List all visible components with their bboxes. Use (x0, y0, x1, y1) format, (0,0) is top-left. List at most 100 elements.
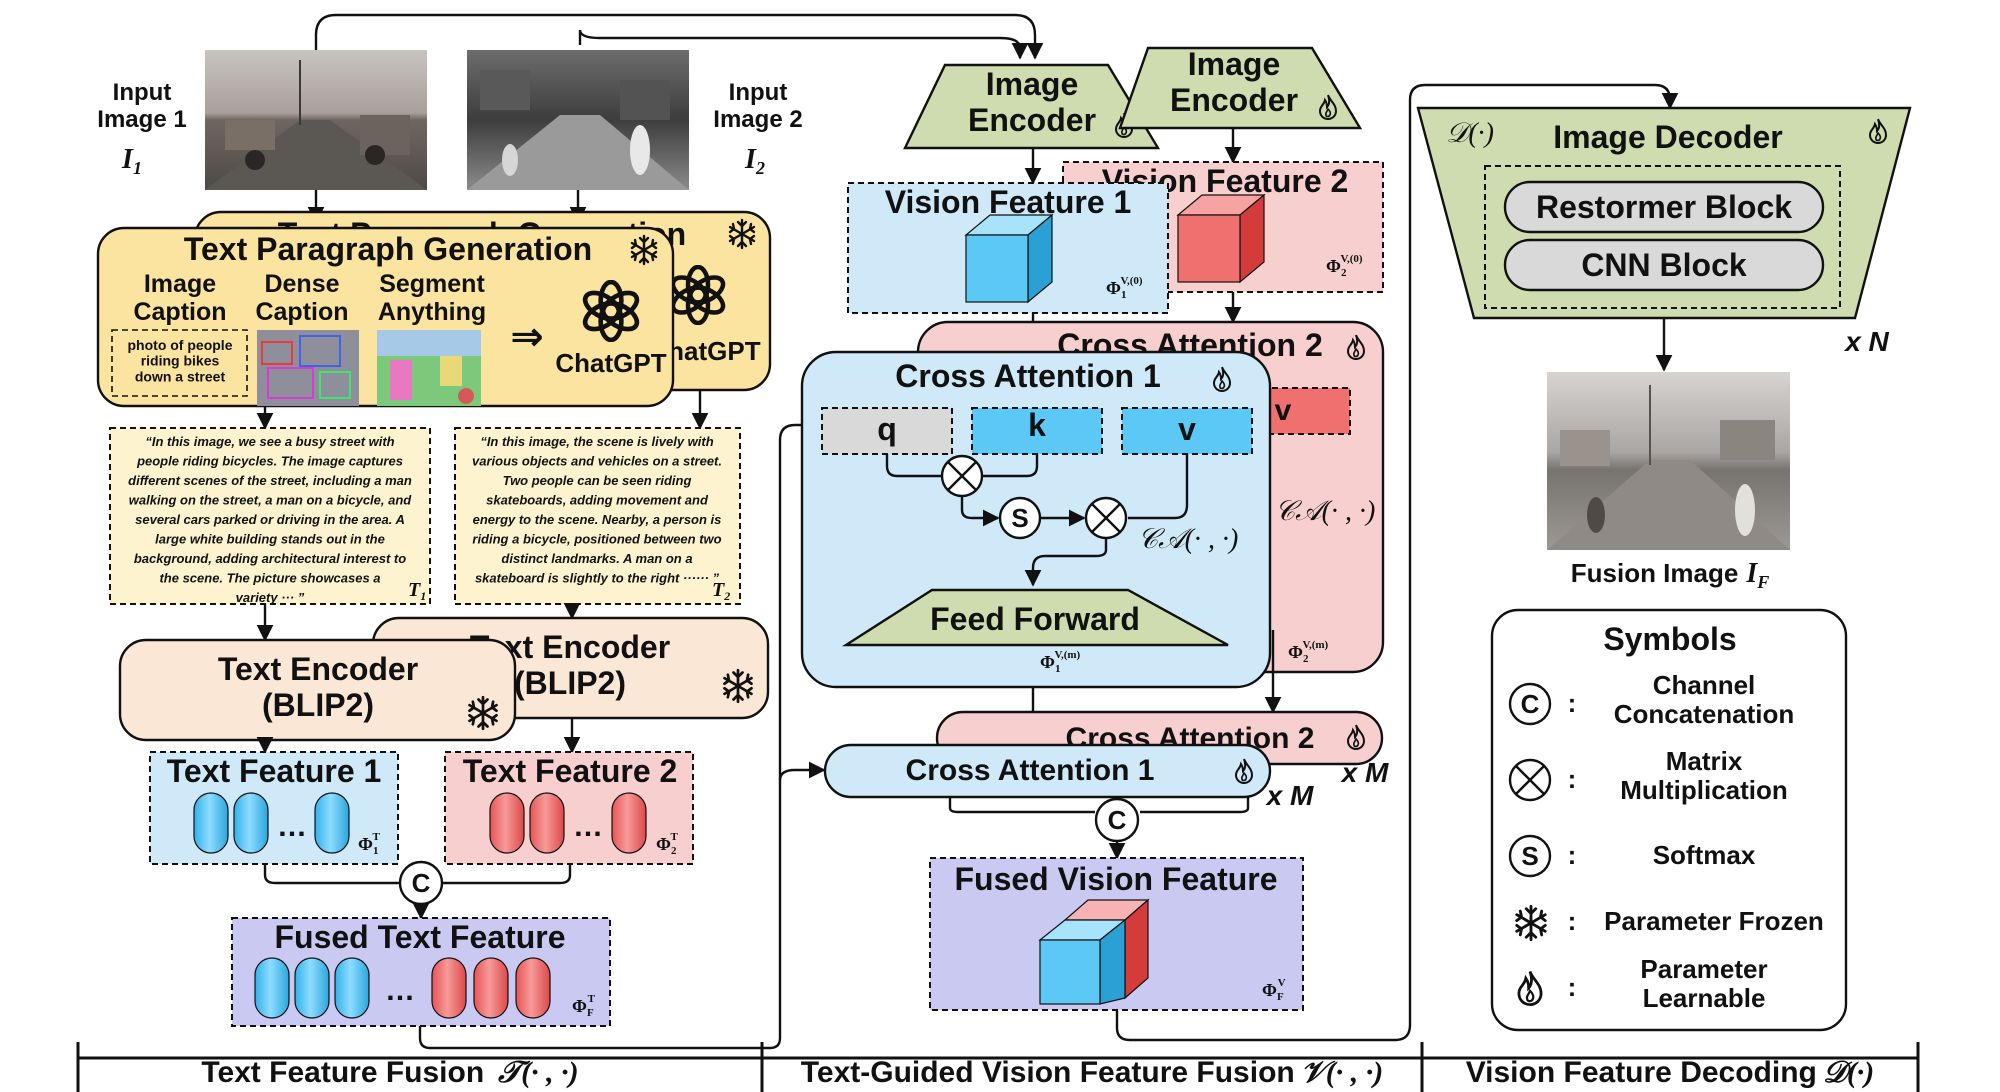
cross-attention-1-label: Cross Attention 1 (895, 358, 1161, 394)
fusion-image (1547, 372, 1790, 550)
feed-forward-label: Feed Forward (930, 601, 1140, 637)
legend-parameter-frozen: Parameter Frozen (1604, 906, 1824, 936)
para1-line: background, adding architectural interes… (134, 551, 406, 566)
cross-attention-1-compact-label: Cross Attention 1 (906, 754, 1155, 787)
token-ellipsis: … (573, 810, 603, 843)
token-cell (254, 957, 290, 1019)
para1-line: walking on the street, a man on a bicycl… (129, 493, 413, 508)
softmax-node: S (998, 496, 1042, 540)
para2-line: skateboards, adding movement and (486, 493, 709, 508)
svg-text:C: C (1521, 689, 1540, 719)
fused-text-symbol: ΦFT (572, 993, 596, 1019)
para2-line: distinct landmarks. A man on a (501, 551, 692, 566)
value-label: v (1178, 411, 1196, 447)
input-image-1 (205, 50, 427, 190)
input-image-2-symbol: I2 (744, 144, 765, 178)
svg-text::: : (1568, 840, 1577, 870)
para1-line: several cars parked or driving in the ar… (135, 512, 405, 527)
token-cell (193, 792, 229, 854)
svg-text:S: S (1521, 841, 1538, 871)
para1-line: large white building stands out in the (155, 532, 385, 547)
paragraph-1-text: “In this image, we see a busy street wit… (128, 434, 412, 605)
paragraph-box-2: “In this image, the scene is lively with… (454, 427, 741, 605)
text-feature-1-label: Text Feature 1 (167, 753, 382, 789)
token-cell (334, 957, 370, 1019)
paragraph-1-tag: T1 (408, 579, 426, 603)
text-feature-2-symbol: Φ2T (656, 831, 678, 857)
image-decoder-label: Image Decoder (1553, 119, 1782, 155)
text-encoder-front: Text Encoder(BLIP2) (118, 638, 517, 742)
para1-line: “In this image, we see a busy street wit… (145, 434, 394, 449)
text-feature-1: Text Feature 1 … Φ1T (149, 751, 399, 865)
cnn-block (1503, 238, 1825, 292)
svg-text::: : (1568, 688, 1577, 718)
para2-line: “In this image, the scene is lively with (480, 434, 713, 449)
feed-forward-block (841, 588, 1229, 647)
para1-line: people riding bicycles. The image captur… (136, 454, 403, 469)
token-cell (473, 957, 509, 1019)
fused-text-feature: Fused Text Feature … ΦFT (231, 917, 611, 1027)
para2-line: various objects and vehicles on a street… (472, 454, 722, 469)
paragraph-2-text: “In this image, the scene is lively with… (472, 434, 722, 586)
token-cell (233, 792, 269, 854)
routing-wires (314, 13, 1044, 60)
times-m-front: x M (1265, 780, 1314, 811)
fused-vision-symbol: ΦFV (1262, 977, 1286, 1003)
times-m-back: x M (1340, 757, 1389, 788)
fused-vision-feature-label: Fused Vision Feature (954, 861, 1277, 897)
para2-line: skateboard is slightly to the right ····… (475, 571, 720, 586)
para1-line: different scenes of the street, includin… (128, 473, 412, 488)
fused-vision-feature: Fused Vision Feature ΦFV (929, 857, 1304, 1011)
token-cell (611, 792, 647, 854)
token-cell (294, 957, 330, 1019)
legend-softmax: Softmax (1653, 840, 1756, 870)
svg-text::: : (1568, 764, 1577, 794)
vision-feature-2-symbol: Φ2V,(0) (1326, 253, 1363, 279)
phi2-m-symbol: Φ2V,(m) (1288, 639, 1329, 665)
matmul-node-1 (940, 454, 984, 498)
text-encoder-front-label: Text Encoder(BLIP2) (218, 651, 418, 723)
token-cell (515, 957, 551, 1019)
cross-attention-1-ca: 𝒞𝒜(· , ·) (1138, 524, 1239, 555)
pink-cube-icon (1176, 193, 1266, 284)
cross-attention-2-v: v (1275, 394, 1292, 427)
svg-text:C: C (412, 868, 431, 898)
token-cell (489, 792, 525, 854)
para2-line: riding a bicycle, positioned between two (472, 532, 721, 547)
vision-feature-1-label: Vision Feature 1 (885, 184, 1132, 220)
query-label: q (877, 411, 897, 447)
svg-text::: : (1568, 906, 1577, 936)
token-ellipsis: … (277, 810, 307, 843)
arrow-to-chatgpt: ⇒ (510, 315, 544, 359)
fused-text-feature-label: Fused Text Feature (274, 919, 565, 955)
cross-attention-1-block: Cross Attention 1 q k v S 𝒞𝒜(· , ·) Feed… (800, 350, 1272, 689)
vision-feature-1-symbol: Φ1V,(0) (1106, 275, 1143, 301)
restormer-block (1503, 180, 1825, 234)
symbols-title: Symbols (1603, 621, 1736, 657)
text-feature-2-label: Text Feature 2 (463, 753, 678, 789)
token-ellipsis: … (385, 974, 415, 1007)
phi1-m-symbol: Φ1V,(m) (1040, 649, 1081, 675)
caption-example-box (111, 329, 248, 397)
paragraph-2-tag: T2 (712, 579, 730, 603)
matmul-node-2 (1084, 496, 1128, 540)
token-cell (314, 792, 350, 854)
segment-anything-image (377, 330, 481, 406)
svg-text:S: S (1011, 503, 1028, 533)
blue-cube-icon (964, 213, 1054, 304)
text-concat-node: C (398, 860, 444, 906)
